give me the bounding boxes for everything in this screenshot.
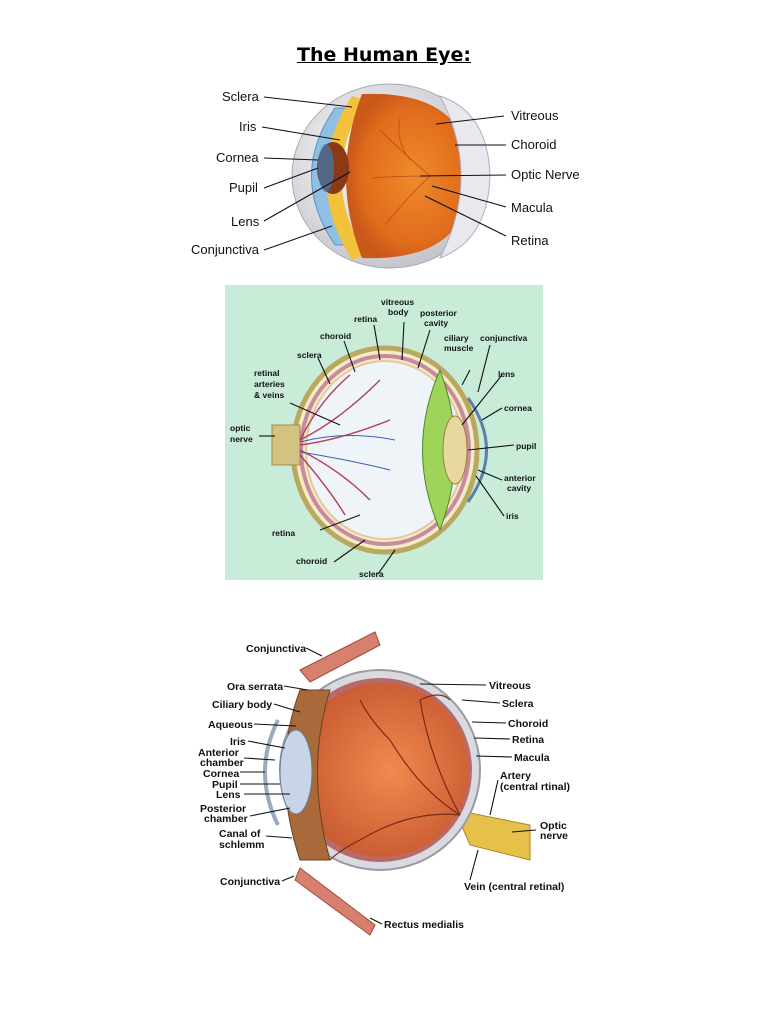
- label-lens: lens: [498, 369, 515, 379]
- page-title: The Human Eye:: [296, 44, 472, 66]
- label-vitreous: Vitreous: [511, 108, 559, 123]
- label-sclera: Sclera: [502, 698, 534, 710]
- label-posterior-cavity-2: cavity: [424, 318, 448, 328]
- label-cornea: Cornea: [203, 768, 239, 780]
- label-pupil: Pupil: [229, 180, 258, 195]
- label-artery: Artery: [500, 770, 531, 782]
- label-choroid-top: choroid: [320, 331, 351, 341]
- label-optic: Optic: [540, 820, 567, 832]
- label-choroid: Choroid: [508, 718, 548, 730]
- label-anterior-cavity-2: cavity: [507, 483, 531, 493]
- label-posterior: Posterior: [200, 803, 246, 815]
- label-posterior-chamber: chamber: [204, 813, 248, 825]
- label-retina: Retina: [512, 734, 544, 746]
- label-ciliary-body: Ciliary body: [212, 699, 272, 711]
- label-vein-central-retinal: Vein (central retinal): [464, 881, 564, 893]
- rectus-medialis-muscle: [294, 867, 376, 936]
- label-anterior-chamber: chamber: [200, 757, 244, 769]
- label-schlemm: schlemm: [219, 839, 265, 851]
- lens-shape: [442, 415, 468, 485]
- label-cornea: Cornea: [216, 150, 259, 165]
- label-optic-nerve: Optic Nerve: [511, 167, 580, 182]
- label-vitreous: Vitreous: [489, 680, 531, 692]
- label-posterior-cavity-1: posterior: [420, 308, 458, 318]
- label-optic-nerve-2: nerve: [230, 434, 253, 444]
- label-retinal-arteries-1: retinal: [254, 368, 280, 378]
- label-anterior: Anterior: [198, 747, 239, 759]
- label-iris: iris: [506, 511, 519, 521]
- label-nerve: nerve: [540, 830, 568, 842]
- label-retinal-arteries-3: & veins: [254, 390, 285, 400]
- label-anterior-cavity-1: anterior: [504, 473, 536, 483]
- optic-nerve: [271, 424, 301, 466]
- label-pupil: pupil: [516, 441, 536, 451]
- label-vitreous-body-2: body: [388, 307, 409, 317]
- label-conjunctiva-bottom: Conjunctiva: [220, 876, 280, 888]
- label-iris: Iris: [239, 119, 257, 134]
- label-sclera-bottom: sclera: [359, 569, 384, 579]
- label-macula: Macula: [511, 200, 554, 215]
- label-lens: Lens: [231, 214, 260, 229]
- label-ciliary-muscle-1: ciliary: [444, 333, 469, 343]
- label-macula: Macula: [514, 752, 550, 764]
- label-ciliary-muscle-2: muscle: [444, 343, 474, 353]
- label-lens: Lens: [216, 789, 241, 801]
- label-sclera-top: sclera: [297, 350, 322, 360]
- label-conjunctiva-top: Conjunctiva: [246, 643, 306, 655]
- label-ora-serrata: Ora serrata: [227, 681, 283, 693]
- lens-body: [279, 729, 313, 815]
- upper-muscle: [299, 631, 381, 683]
- label-conjunctiva: Conjunctiva: [191, 242, 260, 257]
- label-choroid: Choroid: [511, 137, 557, 152]
- optic-nerve-stalk: [454, 809, 531, 861]
- label-retina-bottom: retina: [272, 528, 295, 538]
- label-conjunctiva: conjunctiva: [480, 333, 528, 343]
- label-cornea: cornea: [504, 403, 532, 413]
- label-aqueous: Aqueous: [208, 719, 253, 731]
- label-retinal-arteries-2: arteries: [254, 379, 285, 389]
- label-vitreous-body-1: vitreous: [381, 297, 414, 307]
- label-optic-nerve-1: optic: [230, 423, 251, 433]
- label-retina: Retina: [511, 233, 549, 248]
- label-iris: Iris: [230, 736, 246, 748]
- label-retina-top: retina: [354, 314, 377, 324]
- label-pupil: Pupil: [212, 779, 238, 791]
- cornea-edge: [263, 719, 280, 826]
- label-choroid-bottom: choroid: [296, 556, 327, 566]
- label-artery-central: (central rtinal): [500, 781, 570, 793]
- label-canal-of: Canal of: [219, 828, 261, 840]
- label-rectus-medialis: Rectus medialis: [384, 919, 464, 931]
- label-sclera: Sclera: [222, 89, 260, 104]
